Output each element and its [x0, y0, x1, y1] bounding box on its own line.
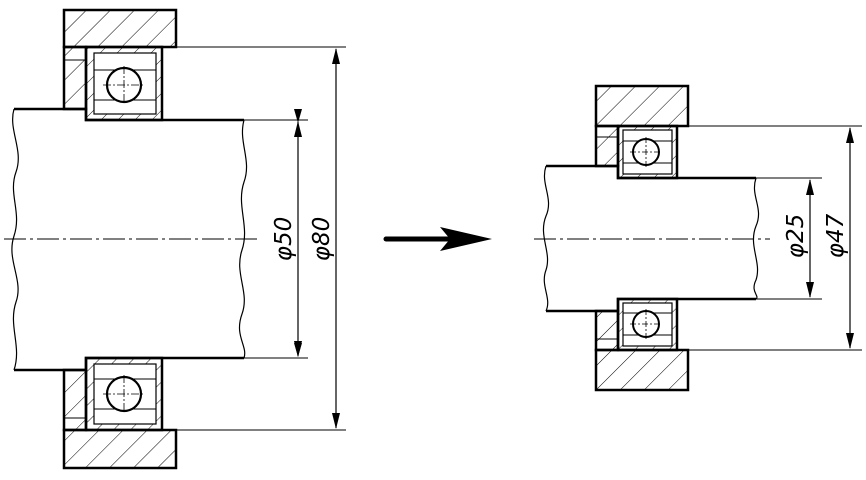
- right-bearing-top: [616, 124, 679, 180]
- left-inner-dimension-label: φ50: [271, 217, 297, 261]
- right-extension-lines: [677, 125, 862, 351]
- left-outer-dimension-label: φ80: [309, 217, 335, 261]
- left-extension-lines: [176, 46, 346, 431]
- right-inner-dimension-label: φ25: [783, 214, 809, 258]
- right-assembly: φ25 φ47: [534, 84, 862, 392]
- left-bearing-top: [84, 45, 164, 122]
- left-dimension-lines: [294, 49, 337, 428]
- left-bearing-bottom: [84, 356, 164, 432]
- transform-arrow: [383, 227, 492, 251]
- left-housing-bottom: [62, 368, 178, 470]
- left-dimension-arrows: [294, 48, 340, 429]
- right-dimension-lines: [809, 128, 851, 348]
- right-bearing-bottom: [616, 297, 679, 352]
- left-housing-top: [62, 8, 178, 111]
- right-housing-bottom: [594, 309, 690, 392]
- right-outer-dimension-label: φ47: [823, 213, 849, 258]
- right-dimension-arrows: [806, 127, 854, 349]
- left-assembly: φ50 φ80: [4, 8, 346, 470]
